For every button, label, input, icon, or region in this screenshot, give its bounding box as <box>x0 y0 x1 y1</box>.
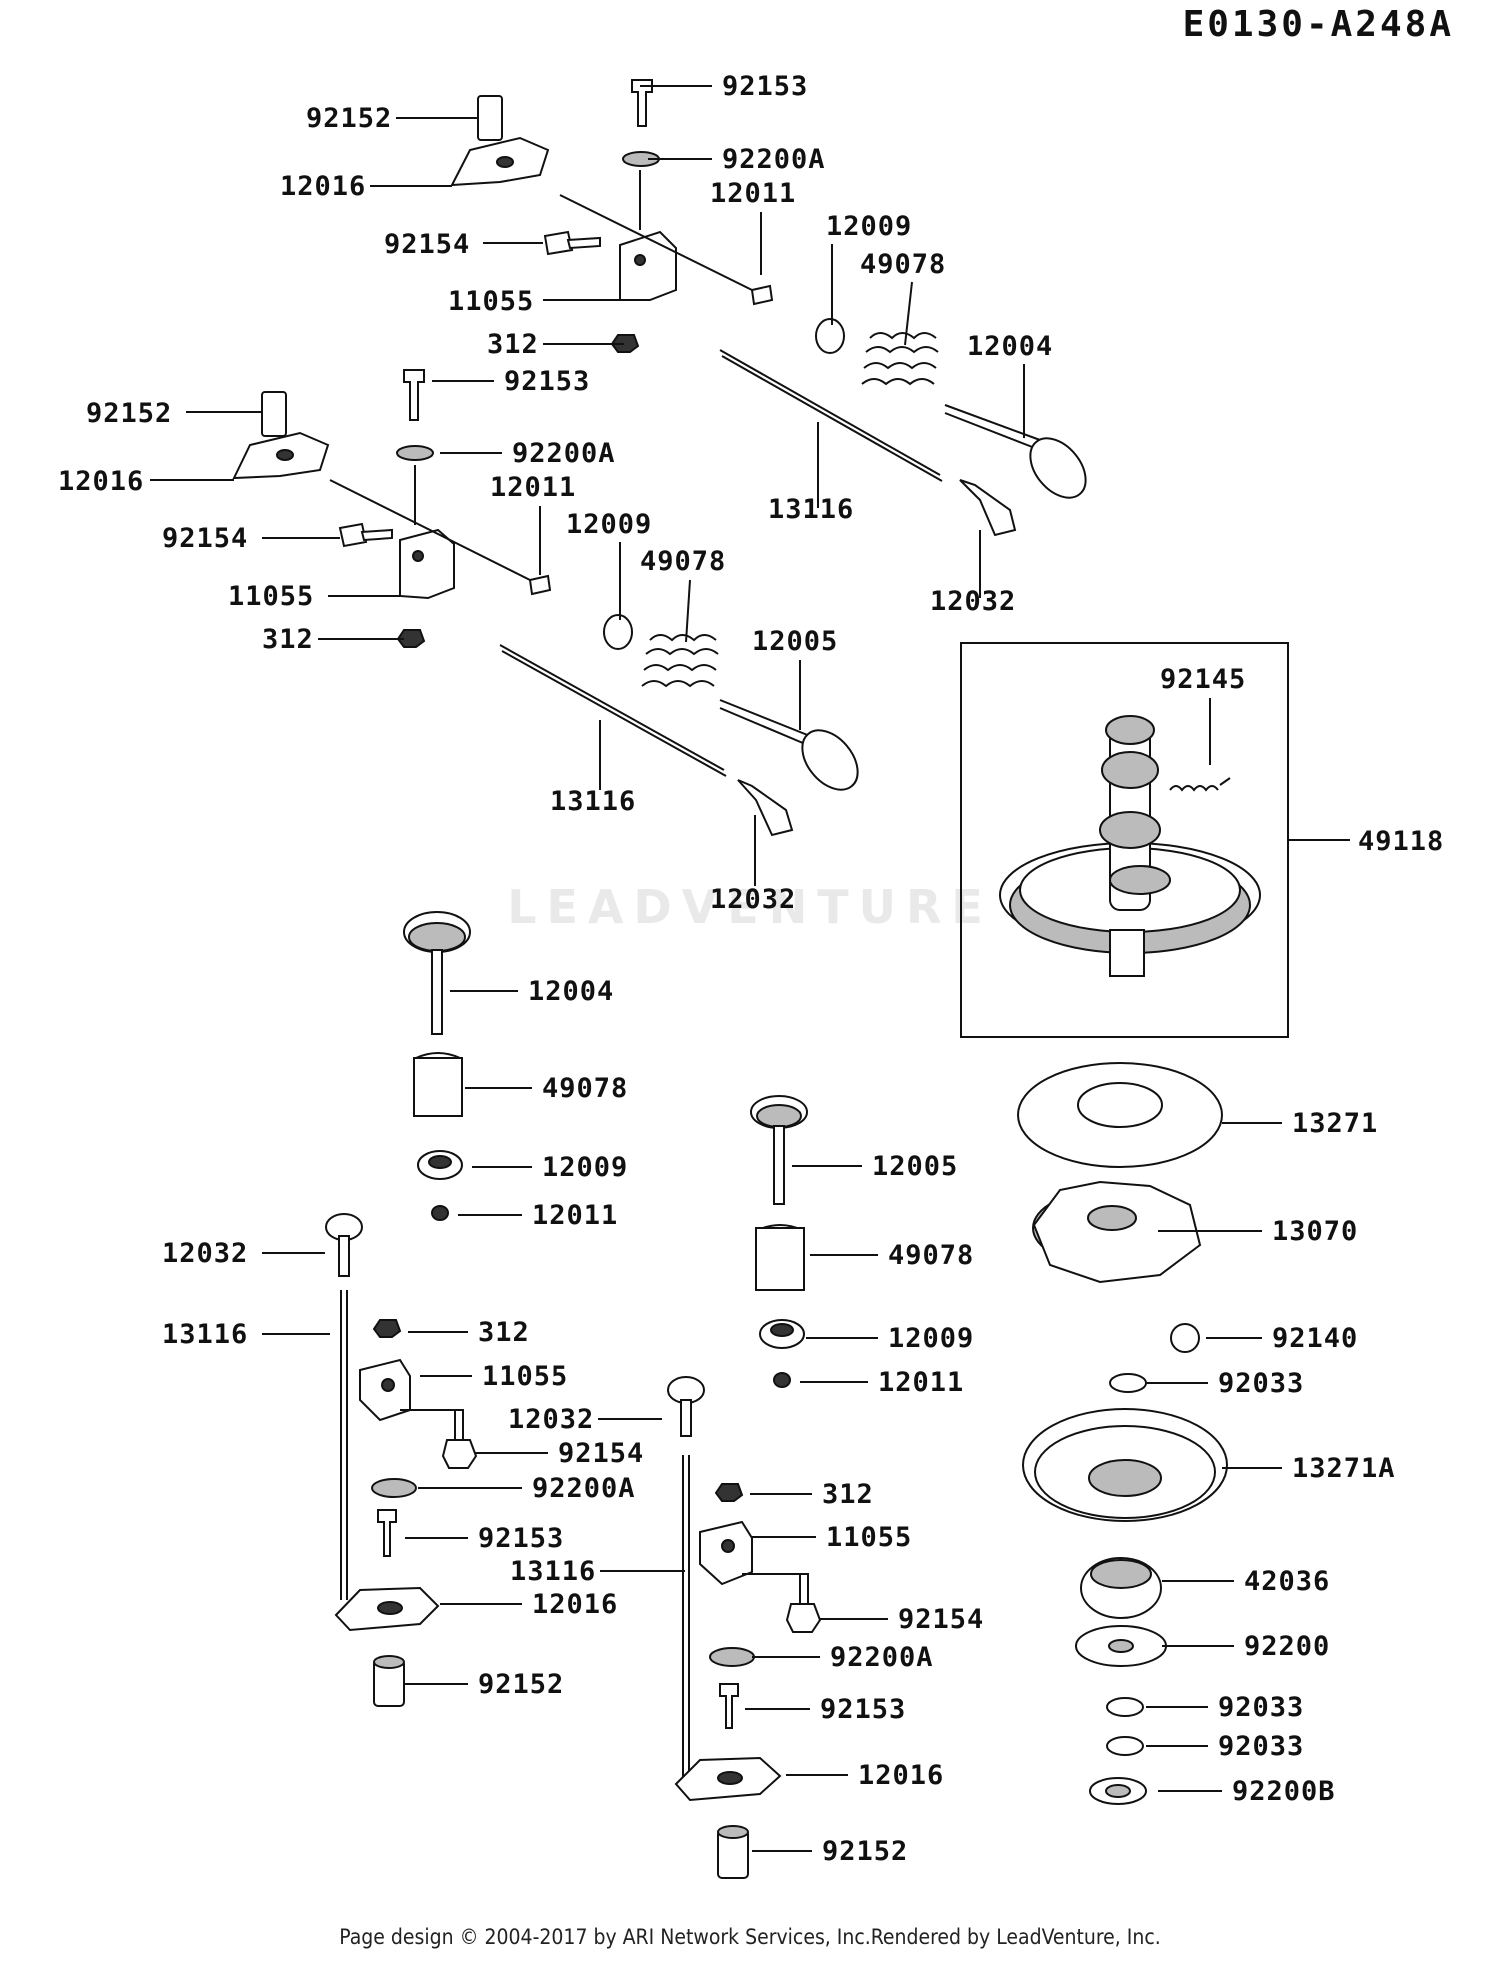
part-number-label[interactable]: 312 <box>822 1479 874 1510</box>
part-number-label[interactable]: 312 <box>478 1317 530 1348</box>
part-number-label[interactable]: 92153 <box>722 71 808 102</box>
part-number-label[interactable]: 13116 <box>162 1319 248 1350</box>
part-number-label[interactable]: 49078 <box>888 1240 974 1271</box>
part-number-label[interactable]: 92154 <box>898 1604 984 1635</box>
part-number-label[interactable]: 42036 <box>1244 1566 1330 1597</box>
part-number-label[interactable]: 49078 <box>860 249 946 280</box>
part-number-label[interactable]: 92200A <box>532 1473 636 1504</box>
part-number-label[interactable]: 12016 <box>58 466 144 497</box>
part-number-label[interactable]: 13070 <box>1272 1216 1358 1247</box>
part-number-label[interactable]: 12032 <box>162 1238 248 1269</box>
part-number-label[interactable]: 12011 <box>490 472 576 503</box>
part-number-label[interactable]: 12032 <box>710 884 796 915</box>
watermark: LEADVENTURE <box>507 880 993 934</box>
part-number-label[interactable]: 12005 <box>752 626 838 657</box>
part-number-label[interactable]: 312 <box>487 329 539 360</box>
part-number-label[interactable]: 12016 <box>280 171 366 202</box>
valve-stack-center <box>750 1095 808 1388</box>
diagram-code: E0130-A248A <box>1182 4 1454 45</box>
part-number-label[interactable]: 92153 <box>820 1694 906 1725</box>
part-number-label[interactable]: 12009 <box>566 509 652 540</box>
footer: Page design © 2004-2017 by ARI Network S… <box>0 1925 1500 1949</box>
part-number-label[interactable]: 49078 <box>640 546 726 577</box>
footer-rendered: Rendered by LeadVenture, Inc. <box>870 1925 1161 1949</box>
part-number-label[interactable]: 92033 <box>1218 1731 1304 1762</box>
footer-copyright: Page design © 2004-2017 by ARI Network S… <box>339 1925 871 1949</box>
callout-leader <box>904 281 913 346</box>
part-number-label[interactable]: 49118 <box>1358 826 1444 857</box>
part-number-label[interactable]: 312 <box>262 624 314 655</box>
governor-stack <box>1017 1062 1228 1805</box>
part-number-label[interactable]: 92200 <box>1244 1631 1330 1662</box>
part-number-label[interactable]: 12009 <box>888 1323 974 1354</box>
callout-leader <box>685 579 691 643</box>
part-number-label[interactable]: 92152 <box>306 103 392 134</box>
part-number-label[interactable]: 12009 <box>826 211 912 242</box>
part-number-label[interactable]: 13116 <box>510 1556 596 1587</box>
part-number-label[interactable]: 92153 <box>478 1523 564 1554</box>
part-number-label[interactable]: 12011 <box>710 178 796 209</box>
part-number-label[interactable]: 92152 <box>822 1836 908 1867</box>
part-number-label[interactable]: 12016 <box>858 1760 944 1791</box>
part-number-label[interactable]: 12032 <box>930 586 1016 617</box>
part-number-label[interactable]: 92200A <box>830 1642 934 1673</box>
part-number-label[interactable]: 92033 <box>1218 1692 1304 1723</box>
part-number-label[interactable]: 92152 <box>86 398 172 429</box>
valve-stack-left <box>403 911 471 1221</box>
part-number-label[interactable]: 92033 <box>1218 1368 1304 1399</box>
part-number-label[interactable]: 12004 <box>528 976 614 1007</box>
part-number-label[interactable]: 12011 <box>878 1367 964 1398</box>
part-callouts: 92153 92152 92200A 12016 12011 12009 49078 9215… <box>58 71 1444 1867</box>
part-number-label[interactable]: 11055 <box>448 286 534 317</box>
rocker-assembly-4 <box>667 1376 822 1879</box>
part-number-label[interactable]: 11055 <box>228 581 314 612</box>
part-number-label[interactable]: 12004 <box>967 331 1053 362</box>
part-number-label[interactable]: 12005 <box>872 1151 958 1182</box>
part-number-label[interactable]: 13116 <box>550 786 636 817</box>
part-number-label[interactable]: 92153 <box>504 366 590 397</box>
part-number-label[interactable]: 12011 <box>532 1200 618 1231</box>
part-number-label[interactable]: 92200B <box>1232 1776 1336 1807</box>
part-number-label[interactable]: 12032 <box>508 1404 594 1435</box>
part-number-label[interactable]: 92152 <box>478 1669 564 1700</box>
part-number-label[interactable]: 11055 <box>482 1361 568 1392</box>
part-number-label[interactable]: 92145 <box>1160 664 1246 695</box>
part-number-label[interactable]: 92154 <box>558 1438 644 1469</box>
part-number-label[interactable]: 49078 <box>542 1073 628 1104</box>
part-number-label[interactable]: 12009 <box>542 1152 628 1183</box>
part-number-label[interactable]: 12016 <box>532 1589 618 1620</box>
part-number-label[interactable]: 13271A <box>1292 1453 1396 1484</box>
part-number-label[interactable]: 92200A <box>722 144 826 175</box>
part-number-label[interactable]: 13116 <box>768 494 854 525</box>
part-number-label[interactable]: 92154 <box>162 523 248 554</box>
part-number-label[interactable]: 11055 <box>826 1522 912 1553</box>
part-number-label[interactable]: 13271 <box>1292 1108 1378 1139</box>
part-number-label[interactable]: 92154 <box>384 229 470 260</box>
part-number-label[interactable]: 92200A <box>512 438 616 469</box>
part-number-label[interactable]: 92140 <box>1272 1323 1358 1354</box>
rocker-assembly-2 <box>232 369 859 837</box>
rocker-assembly-1 <box>450 79 1087 537</box>
camshaft-49118 <box>999 715 1261 977</box>
rocker-assembly-3 <box>325 1213 478 1707</box>
